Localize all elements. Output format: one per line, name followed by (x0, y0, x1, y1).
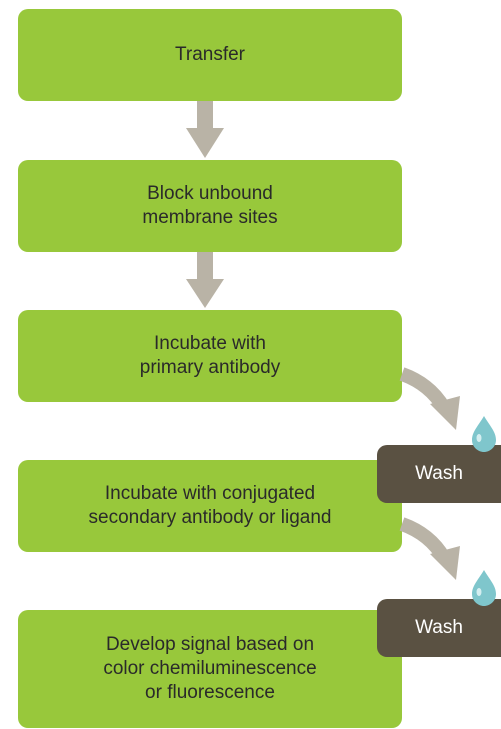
curved-arrow-icon (399, 367, 460, 430)
step-incubate-secondary-antibody: Incubate with conjugated secondary antib… (18, 460, 402, 552)
wash-label-1: Wash (415, 463, 463, 484)
step-transfer: Transfer (18, 9, 402, 101)
step-transfer-label: Transfer (174, 44, 246, 65)
step-secondary-label: Incubate with conjugated secondary antib… (88, 483, 332, 528)
wash-badge-1: Wash (377, 445, 501, 503)
curved-arrow-icon (399, 517, 460, 580)
wash-badge-2: Wash (377, 599, 501, 657)
step-block-unbound-membrane-sites: Block unbound membrane sites (18, 160, 402, 252)
step-develop-label: Develop signal based on color chemilumin… (103, 634, 317, 703)
step-incubate-primary-antibody: Incubate with primary antibody (18, 310, 402, 402)
down-arrow-icon (186, 101, 224, 158)
step-primary-label: Incubate with primary antibody (139, 333, 281, 378)
down-arrow-icon (186, 252, 224, 308)
step-block-label: Block unbound membrane sites (142, 183, 278, 228)
wash-label-2: Wash (415, 617, 463, 638)
step-develop-signal: Develop signal based on color chemilumin… (18, 610, 402, 728)
